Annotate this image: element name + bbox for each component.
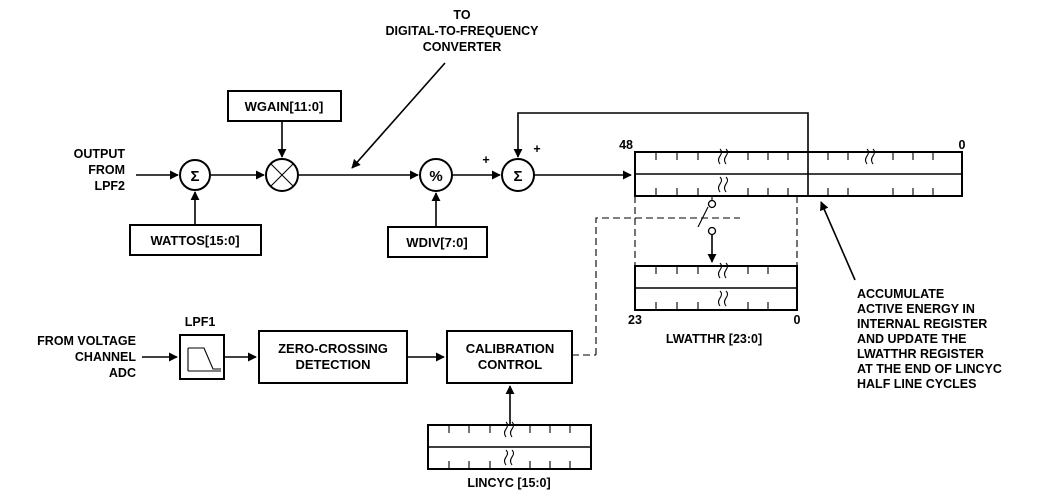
lwatthr-label: LWATTHR [23:0] — [666, 332, 762, 346]
sigma-symbol: Σ — [513, 168, 522, 185]
output-from-lpf2-label: OUTPUT FROM LPF2 — [74, 147, 126, 193]
svg-text:FROM VOLTAGE: FROM VOLTAGE — [37, 334, 136, 348]
accumulate-arrow — [820, 201, 856, 281]
to-dfc-arrow — [351, 62, 446, 169]
wattos-label: WATTOS[15:0] — [150, 233, 239, 248]
accumulate-note: ACCUMULATE ACTIVE ENERGY IN INTERNAL REG… — [857, 287, 1002, 391]
svg-text:CHANNEL: CHANNEL — [75, 350, 136, 364]
zero-crossing-label-2: DETECTION — [295, 357, 370, 372]
wattos-summer: Σ — [179, 159, 211, 191]
svg-text:INTERNAL REGISTER: INTERNAL REGISTER — [857, 317, 987, 331]
zero-crossing-block — [258, 330, 408, 384]
percent-symbol: % — [429, 168, 442, 185]
accumulator-summer: Σ — [501, 158, 535, 192]
plus-left-sign: + — [482, 153, 489, 167]
calibration-label-2: CONTROL — [478, 357, 542, 372]
svg-text:ACTIVE ENERGY IN: ACTIVE ENERGY IN — [857, 302, 975, 316]
break-mark-icon — [717, 148, 876, 193]
lpf1-label: LPF1 — [185, 315, 216, 329]
calibration-control-block — [446, 330, 573, 384]
bit-0-lwatthr-label: 0 — [794, 313, 801, 327]
zero-crossing-label-1: ZERO-CROSSING — [278, 341, 388, 356]
internal-energy-register — [634, 148, 963, 197]
break-mark-icon — [503, 421, 515, 466]
svg-text:FROM: FROM — [88, 163, 125, 177]
svg-text:LPF2: LPF2 — [94, 179, 125, 193]
lincyc-label: LINCYC [15:0] — [467, 476, 550, 490]
svg-text:ACCUMULATE: ACCUMULATE — [857, 287, 944, 301]
bit-48-label: 48 — [619, 138, 633, 152]
svg-text:LWATTHR REGISTER: LWATTHR REGISTER — [857, 347, 984, 361]
lowpass-filter-icon — [188, 347, 221, 370]
wgain-multiplier — [265, 158, 299, 192]
svg-text:ADC: ADC — [109, 366, 136, 380]
svg-text:OUTPUT: OUTPUT — [74, 147, 126, 161]
bit-0-top-label: 0 — [959, 138, 966, 152]
update-switch — [697, 196, 717, 263]
wdiv-block — [387, 226, 488, 258]
svg-text:AT THE END OF LINCYC: AT THE END OF LINCYC — [857, 362, 1002, 376]
wgain-block — [227, 90, 342, 122]
wdiv-divider: % — [419, 158, 453, 192]
sigma-symbol: Σ — [190, 168, 199, 185]
from-voltage-label: FROM VOLTAGE CHANNEL ADC — [37, 334, 136, 380]
wgain-label: WGAIN[11:0] — [245, 99, 324, 114]
control-dashed-line — [595, 217, 740, 355]
wattos-block — [129, 224, 262, 256]
plus-top-sign: + — [533, 142, 540, 156]
calibration-label-1: CALIBRATION — [466, 341, 555, 356]
break-mark-icon — [717, 262, 729, 307]
lpf1-block — [179, 334, 225, 380]
wdiv-label: WDIV[7:0] — [406, 235, 467, 250]
svg-text:DIGITAL-TO-FREQUENCY: DIGITAL-TO-FREQUENCY — [385, 24, 539, 38]
svg-text:TO: TO — [453, 8, 470, 22]
lincyc-register — [427, 421, 592, 470]
svg-text:CONVERTER: CONVERTER — [423, 40, 501, 54]
to-dfc-label: TO DIGITAL-TO-FREQUENCY CONVERTER — [385, 8, 539, 54]
svg-text:HALF LINE CYCLES: HALF LINE CYCLES — [857, 377, 976, 391]
svg-text:AND UPDATE THE: AND UPDATE THE — [857, 332, 967, 346]
lwatthr-register — [634, 262, 798, 311]
bit-23-label: 23 — [628, 313, 642, 327]
feedback-loop-line — [513, 112, 809, 158]
